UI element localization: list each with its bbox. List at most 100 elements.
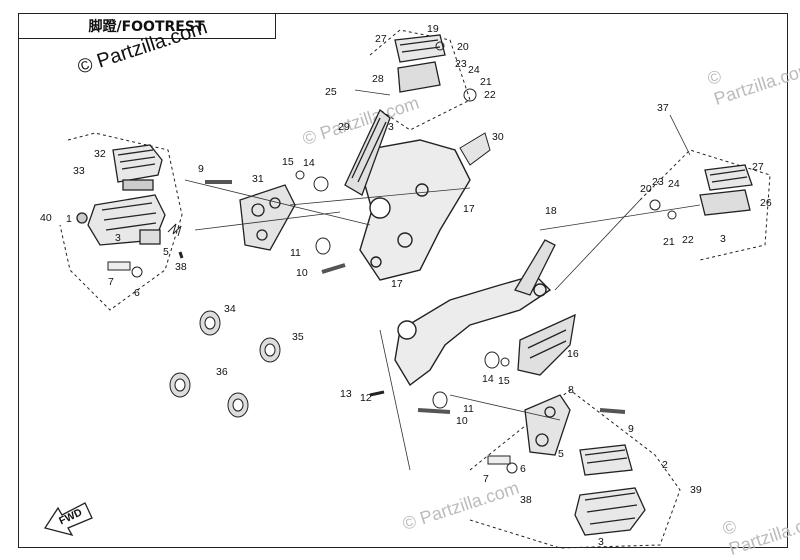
callout: 3 bbox=[720, 233, 726, 245]
callout: 5 bbox=[163, 246, 169, 258]
callout: 10 bbox=[296, 267, 308, 279]
footpeg-26-right bbox=[699, 189, 751, 216]
callout: 8 bbox=[568, 384, 574, 396]
bolt-12 bbox=[369, 390, 385, 397]
clip-21-right bbox=[667, 210, 677, 220]
callout: 11 bbox=[290, 247, 301, 259]
callout: 14 bbox=[482, 373, 494, 385]
callout: 37 bbox=[657, 102, 669, 114]
footpeg-27-top bbox=[394, 34, 446, 63]
callout: 21 bbox=[480, 76, 492, 88]
callout: 28 bbox=[372, 73, 384, 85]
callout: 3 bbox=[598, 536, 604, 548]
washer-20-top bbox=[435, 41, 445, 51]
group-outline-40 bbox=[59, 132, 183, 311]
callout: 38 bbox=[175, 261, 187, 273]
callout: 6 bbox=[134, 287, 140, 299]
callout: 2 bbox=[662, 459, 668, 471]
callout: 3 bbox=[388, 121, 394, 133]
washer-20-right bbox=[649, 199, 661, 211]
callout: 23 bbox=[455, 58, 467, 70]
callout: 22 bbox=[484, 89, 496, 101]
callout: 35 bbox=[292, 331, 304, 343]
spacer-11-right bbox=[432, 391, 448, 409]
plate-30 bbox=[459, 132, 491, 166]
callout: 18 bbox=[545, 205, 557, 217]
bolt-10 bbox=[321, 263, 346, 274]
nut-15-right bbox=[500, 357, 510, 367]
spacer-11 bbox=[315, 237, 331, 255]
callout: 38 bbox=[520, 494, 532, 506]
callout: 10 bbox=[456, 415, 468, 427]
footpeg-2 bbox=[579, 444, 633, 476]
clip-22-top bbox=[463, 88, 477, 102]
footpeg-27-right bbox=[704, 164, 753, 191]
callout-layer: 1 2 3 3 3 3 5 5 6 6 7 7 8 9 9 10 10 11 1… bbox=[40, 23, 772, 548]
callout: 1 bbox=[66, 213, 72, 225]
pin-7 bbox=[107, 261, 131, 271]
callout: 31 bbox=[252, 173, 264, 185]
clip-6-lower bbox=[506, 462, 518, 474]
callout: 24 bbox=[468, 64, 480, 76]
callout: 9 bbox=[628, 423, 634, 435]
callout: 13 bbox=[340, 388, 352, 400]
callout: 12 bbox=[360, 392, 372, 404]
bolt-38 bbox=[178, 251, 184, 259]
callout: 30 bbox=[492, 131, 504, 143]
callout: 40 bbox=[40, 212, 52, 224]
callout: 24 bbox=[668, 178, 680, 190]
callout: 20 bbox=[640, 183, 652, 195]
bushing-35 bbox=[259, 337, 281, 363]
pin-7-lower bbox=[487, 455, 511, 465]
callout: 6 bbox=[520, 463, 526, 475]
footpeg-28-top bbox=[397, 61, 441, 93]
callout: 26 bbox=[760, 197, 772, 209]
callout: 11 bbox=[463, 403, 474, 415]
bushing-34 bbox=[199, 310, 221, 336]
fwd-arrow-icon: FWD bbox=[43, 502, 93, 537]
heel-guard-upper bbox=[514, 239, 556, 296]
callout: 23 bbox=[652, 176, 664, 188]
callout: 17 bbox=[391, 278, 403, 290]
callout: 27 bbox=[375, 33, 387, 45]
callout: 14 bbox=[303, 157, 315, 169]
callout: 5 bbox=[558, 448, 564, 460]
group-outline-28 bbox=[369, 29, 471, 131]
nut-15 bbox=[295, 170, 305, 180]
diagram-frame bbox=[18, 13, 788, 548]
callout: 27 bbox=[752, 161, 764, 173]
callout: 16 bbox=[567, 348, 579, 360]
washer-14-right bbox=[484, 351, 500, 369]
callout: 9 bbox=[198, 163, 204, 175]
bushing-36b bbox=[227, 392, 249, 418]
heel-guard-29 bbox=[344, 108, 391, 196]
bushing-36a bbox=[169, 372, 191, 398]
heel-guard-16 bbox=[517, 313, 576, 376]
footpeg-32 bbox=[112, 144, 163, 191]
callout: 25 bbox=[325, 86, 337, 98]
washer-14 bbox=[313, 176, 329, 192]
callout: 3 bbox=[115, 232, 121, 244]
bolt-10-right bbox=[417, 408, 451, 414]
callout: 36 bbox=[216, 366, 228, 378]
clip-6 bbox=[131, 266, 143, 278]
callout: 7 bbox=[108, 276, 114, 288]
frame-bracket-25 bbox=[359, 139, 471, 281]
callout: 33 bbox=[73, 165, 85, 177]
spring-5 bbox=[167, 223, 182, 237]
callout: 20 bbox=[457, 41, 469, 53]
callout: 7 bbox=[483, 473, 489, 485]
group-outline-39 bbox=[469, 389, 681, 549]
callout: 17 bbox=[463, 203, 475, 215]
callout: 34 bbox=[224, 303, 236, 315]
callout: 19 bbox=[427, 23, 439, 35]
footpeg-1-lower bbox=[574, 487, 646, 536]
footpeg-1 bbox=[76, 194, 166, 246]
bracket-8 bbox=[524, 394, 571, 456]
leader-lines bbox=[184, 89, 701, 471]
bolt-9-lower bbox=[599, 408, 626, 414]
callout: 15 bbox=[498, 375, 510, 387]
callout: 32 bbox=[94, 148, 106, 160]
